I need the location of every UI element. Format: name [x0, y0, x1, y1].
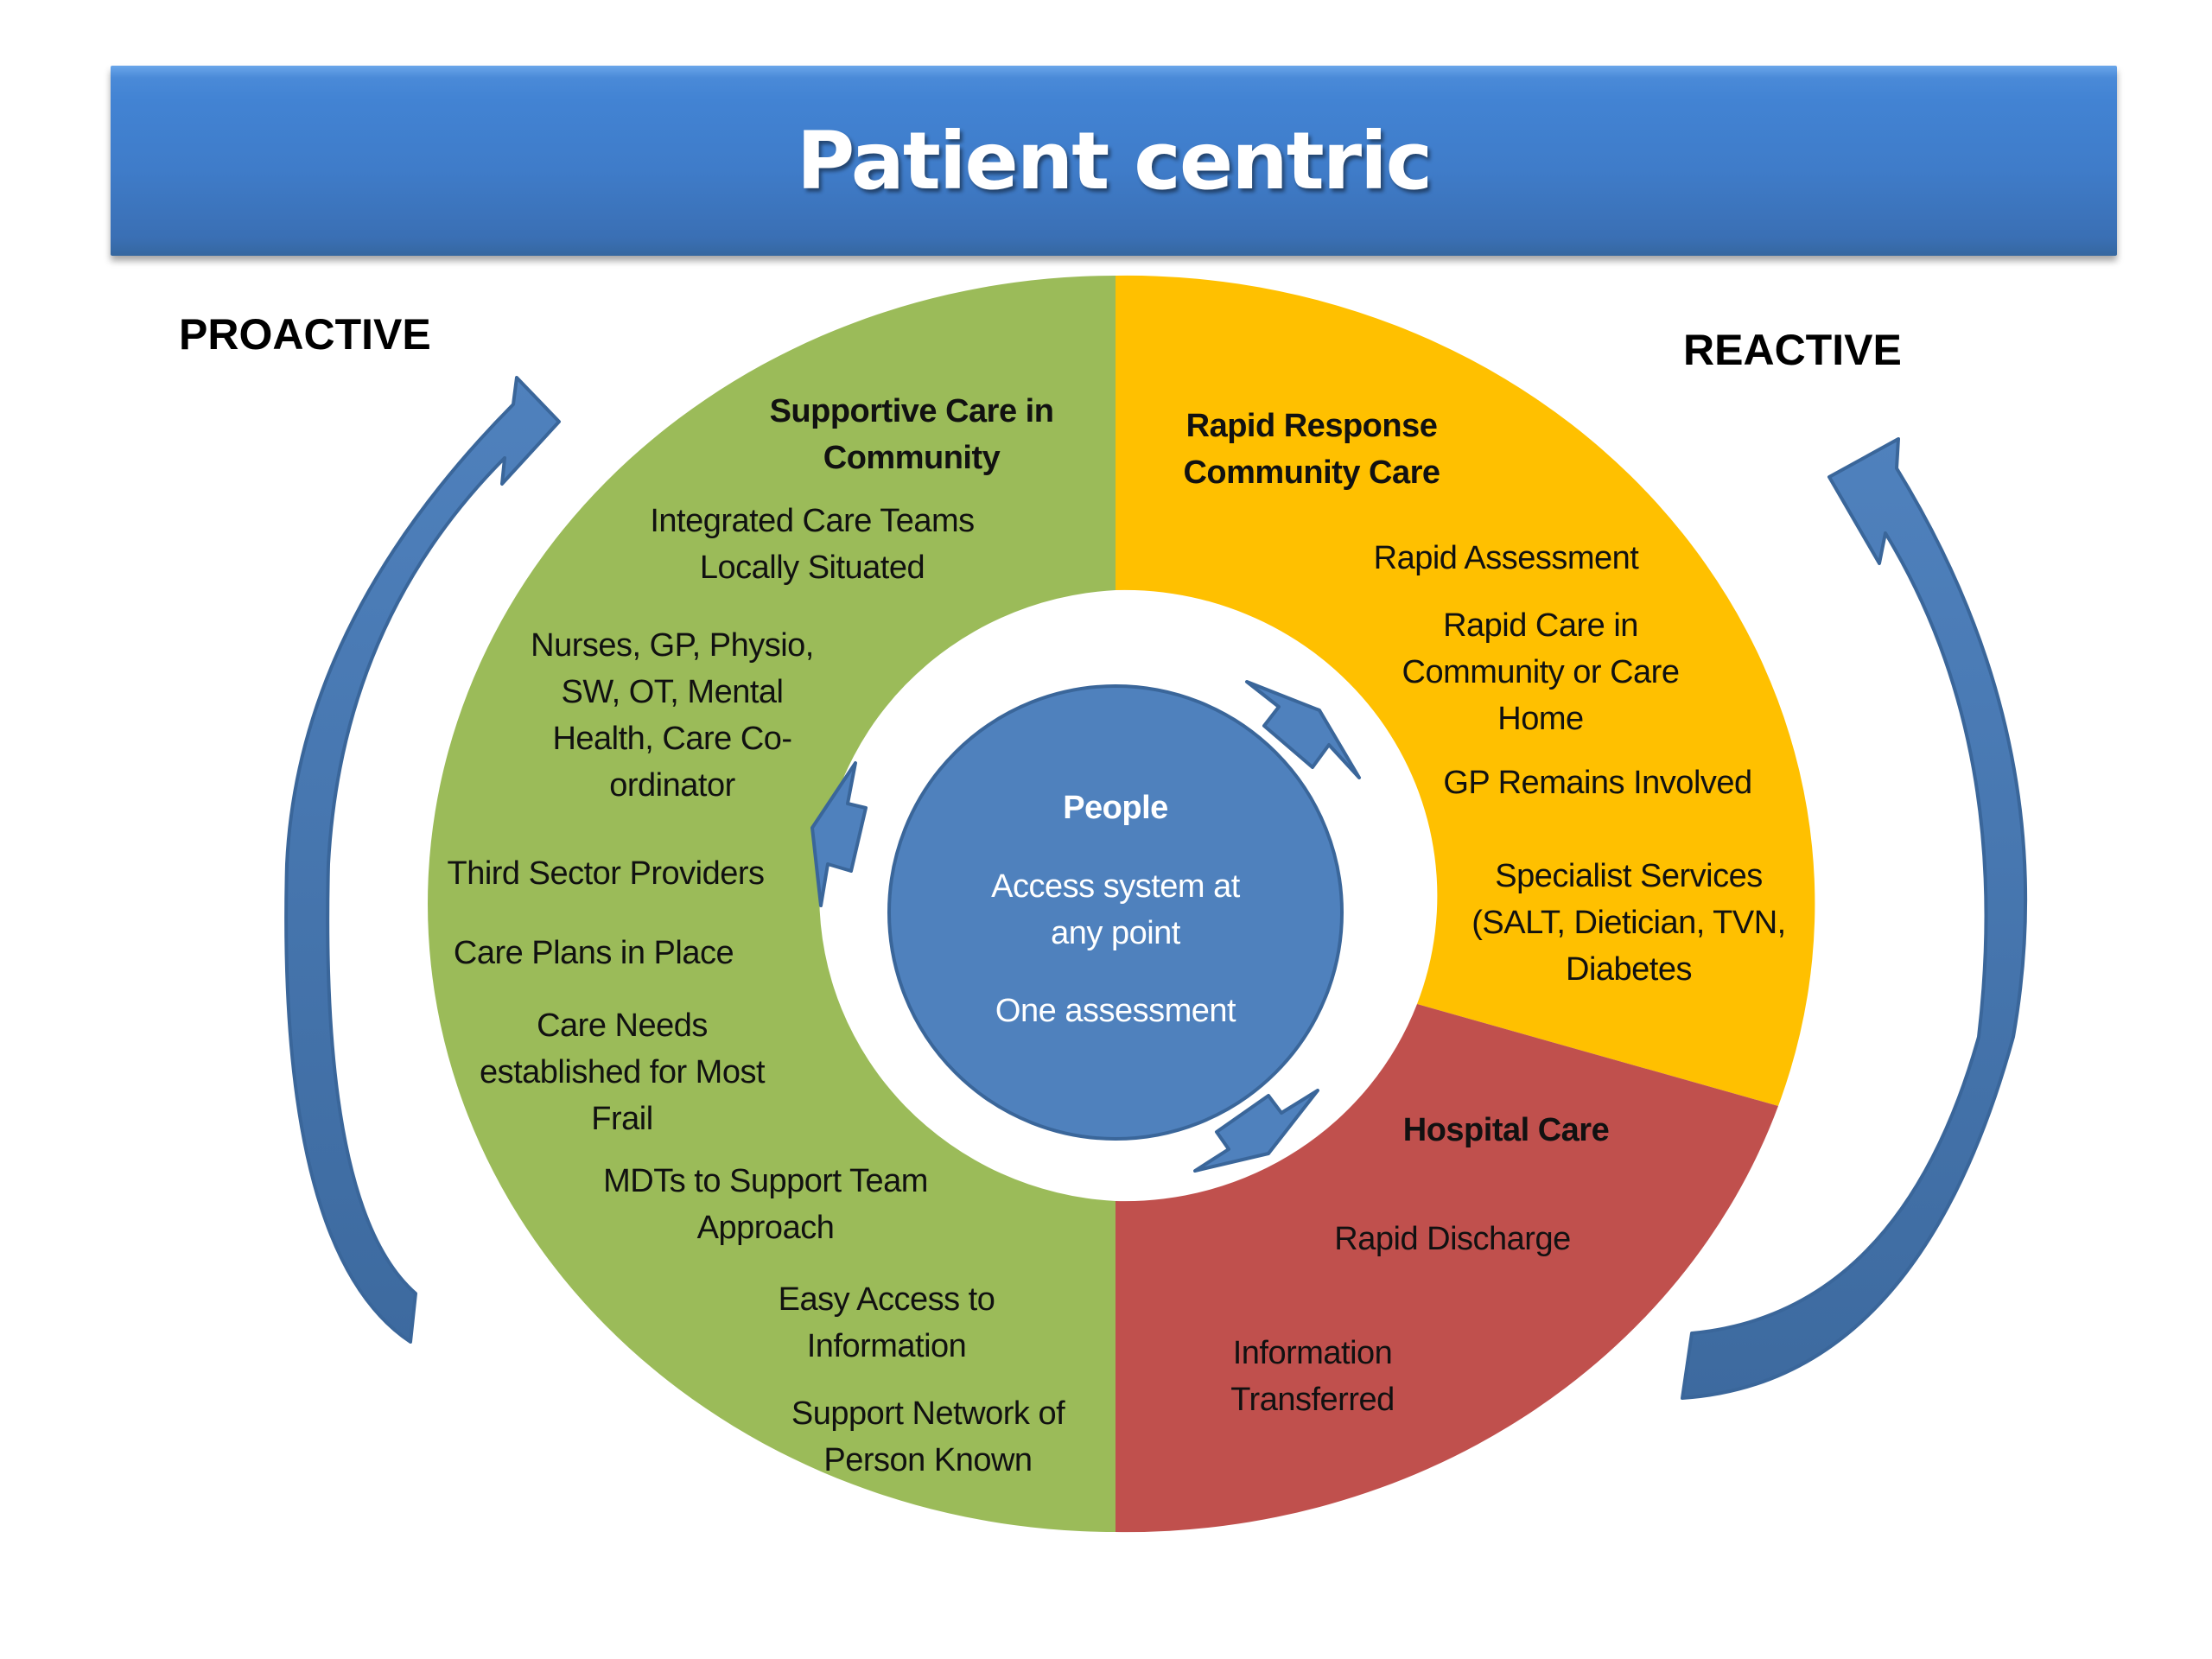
item-line: Health, Care Co- [552, 721, 792, 757]
item-line: Specialist Services [1495, 858, 1763, 894]
proactive-arrow-icon [284, 376, 561, 1344]
people-circle [887, 684, 1344, 1141]
item-line: Rapid Care in [1443, 607, 1638, 644]
segment-supportive-care [428, 276, 1116, 1532]
item-line: ordinator [609, 767, 735, 804]
item-line: Nurses, GP, Physio, [531, 627, 814, 664]
supportive-item-care-needs: Care Needs established for Most Frail [479, 1002, 766, 1142]
segment-rapid-response [1116, 275, 1815, 1107]
item-line: Support Network of [791, 1395, 1065, 1432]
supportive-item-support-network: Support Network of Person Known [791, 1390, 1065, 1484]
item-line: Frail [591, 1101, 653, 1137]
hospital-heading: Hospital Care [1402, 1112, 1610, 1148]
item-line: Transferred [1230, 1382, 1395, 1418]
item-line: Person Known [823, 1442, 1033, 1478]
segment-hospital-care [1116, 1004, 1778, 1533]
item-line: Information [806, 1328, 967, 1364]
item-line: Home [1497, 701, 1584, 737]
rapid-response-heading: Rapid Response Community Care [1183, 403, 1440, 496]
item-line: Locally Situated [699, 550, 925, 586]
proactive-label: PROACTIVE [179, 310, 431, 359]
center-text-access: Access system at any point [991, 863, 1240, 957]
heading-line: Community [823, 440, 1001, 476]
center-line: any point [1051, 915, 1180, 951]
rapid-item-assessment: Rapid Assessment [1373, 540, 1639, 576]
rapid-item-care-in-community: Rapid Care in Community or Care Home [1402, 602, 1680, 742]
hospital-item-information-transferred: Information Transferred [1230, 1330, 1395, 1423]
item-line: Care Needs [537, 1007, 708, 1044]
item-line: Approach [696, 1210, 835, 1246]
cycle-arrow-top-right-icon [1245, 680, 1361, 779]
item-line: Diabetes [1566, 951, 1692, 988]
item-line: Easy Access to [778, 1281, 995, 1318]
supportive-item-professionals: Nurses, GP, Physio, SW, OT, Mental Healt… [531, 622, 814, 809]
center-line: Access system at [991, 868, 1240, 905]
cycle-arrow-left-icon [810, 761, 868, 907]
supportive-item-mdts: MDTs to Support Team Approach [603, 1158, 928, 1251]
item-line: Community or Care [1402, 654, 1680, 690]
supportive-item-third-sector: Third Sector Providers [447, 855, 765, 892]
cycle-arrow-bottom-right-icon [1193, 1089, 1319, 1173]
heading-line: Community Care [1183, 454, 1440, 491]
center-heading: People [1063, 790, 1168, 826]
page-title: Patient centric [796, 114, 1433, 207]
supportive-heading: Supportive Care in Community [770, 388, 1054, 481]
reactive-arrow-icon [1681, 437, 2028, 1400]
rapid-item-specialist-services: Specialist Services (SALT, Dietician, TV… [1471, 853, 1786, 993]
rapid-item-gp-involved: GP Remains Involved [1443, 765, 1752, 801]
heading-line: Supportive Care in [769, 393, 1054, 429]
title-banner: Patient centric [111, 66, 2117, 256]
supportive-item-care-plans: Care Plans in Place [453, 935, 734, 971]
item-line: established for Most [479, 1054, 766, 1090]
item-line: (SALT, Dietician, TVN, [1471, 905, 1786, 941]
reactive-label: REACTIVE [1683, 326, 1902, 374]
item-line: Integrated Care Teams [650, 503, 975, 539]
supportive-item-easy-access: Easy Access to Information [779, 1276, 995, 1370]
center-text-assessment: One assessment [995, 993, 1236, 1029]
heading-line: Rapid Response [1185, 408, 1438, 444]
item-line: SW, OT, Mental [561, 674, 784, 710]
hospital-item-rapid-discharge: Rapid Discharge [1334, 1221, 1571, 1257]
item-line: MDTs to Support Team [603, 1163, 928, 1199]
item-line: Information [1232, 1335, 1393, 1371]
supportive-item-integrated-teams: Integrated Care Teams Locally Situated [650, 498, 975, 591]
